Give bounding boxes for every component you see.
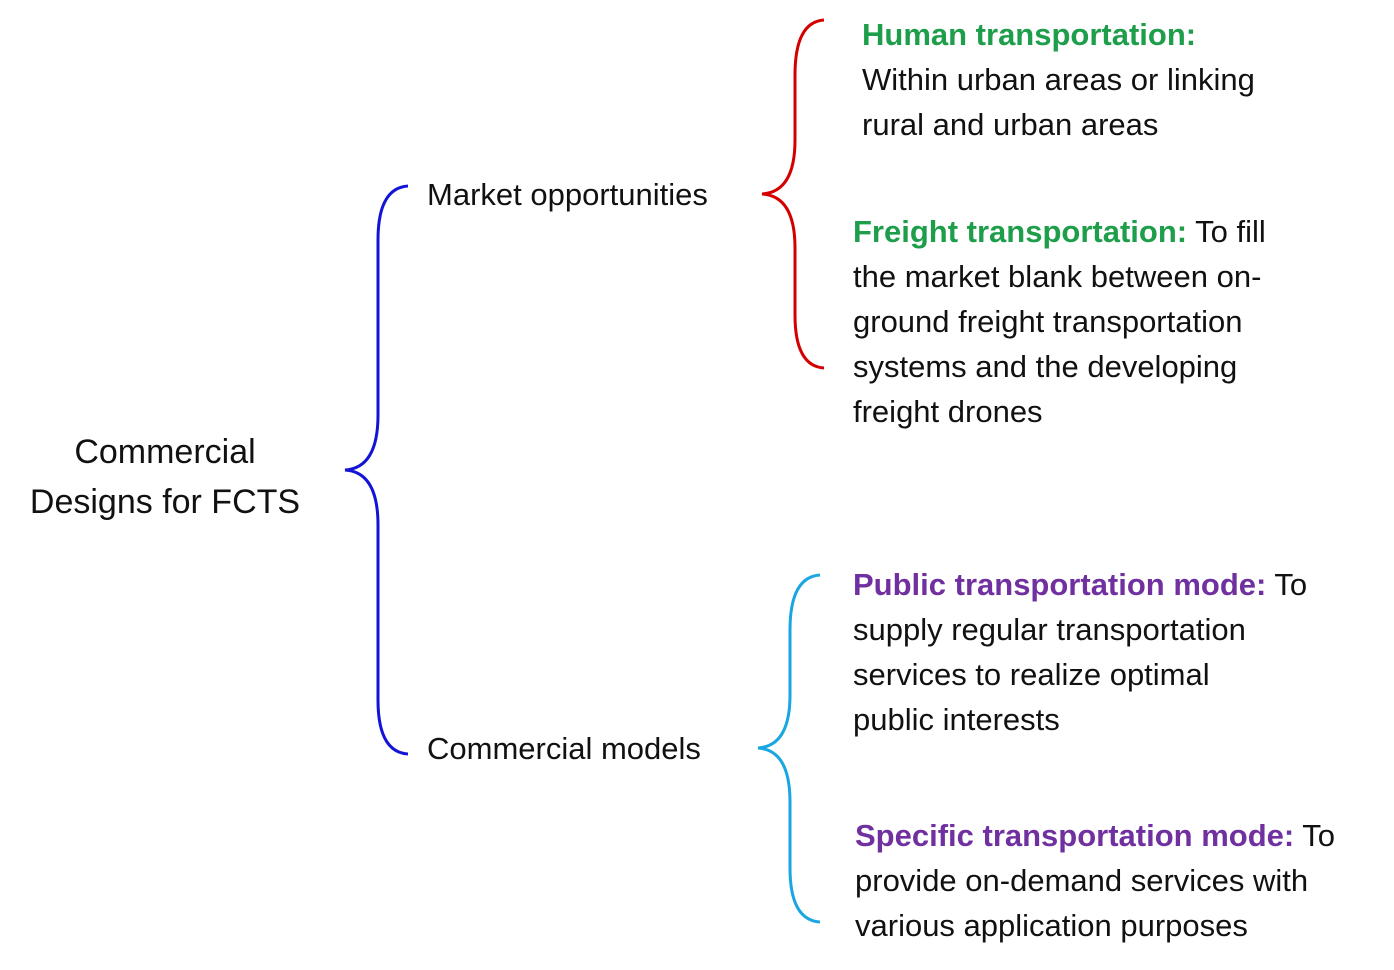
leaf-text: To — [1294, 818, 1336, 853]
leaf-text: systems and the developing — [853, 349, 1238, 384]
market-brace — [761, 18, 825, 370]
leaf-human-transportation: Human transportation: Within urban areas… — [862, 12, 1255, 147]
commercial-brace — [757, 573, 821, 924]
leaf-specific-transportation-mode: Specific transportation mode: To provide… — [855, 813, 1335, 948]
root-node: Commercial Designs for FCTS — [10, 427, 320, 527]
leaf-text: To — [1266, 567, 1308, 602]
root-line-1: Commercial — [74, 433, 256, 471]
leaf-public-transportation-mode: Public transportation mode: To supply re… — [853, 562, 1307, 742]
root-line-2: Designs for FCTS — [29, 483, 301, 521]
leaf-text: various application purposes — [855, 908, 1248, 943]
leaf-freight-transportation-label: Freight transportation: — [853, 214, 1188, 249]
leaf-text: rural and urban areas — [862, 107, 1159, 142]
branch-commercial-models: Commercial models — [427, 731, 701, 766]
leaf-specific-transportation-label: Specific transportation mode: — [855, 818, 1295, 853]
branch-market-opportunities: Market opportunities — [427, 177, 708, 212]
leaf-human-transportation-label: Human transportation: — [862, 17, 1197, 52]
leaf-text: services to realize optimal — [853, 657, 1210, 692]
leaf-freight-transportation: Freight transportation: To fill the mark… — [853, 209, 1266, 434]
leaf-text: freight drones — [853, 394, 1043, 429]
leaf-public-transportation-label: Public transportation mode: — [853, 567, 1267, 602]
leaf-text: public interests — [853, 702, 1060, 737]
leaf-text: the market blank between on- — [853, 259, 1262, 294]
leaf-text: supply regular transportation — [853, 612, 1246, 647]
leaf-text: ground freight transportation — [853, 304, 1243, 339]
leaf-text: Within urban areas or linking — [862, 62, 1255, 97]
leaf-text: To fill — [1187, 214, 1266, 249]
leaf-text: provide on-demand services with — [855, 863, 1309, 898]
root-brace — [344, 184, 409, 756]
